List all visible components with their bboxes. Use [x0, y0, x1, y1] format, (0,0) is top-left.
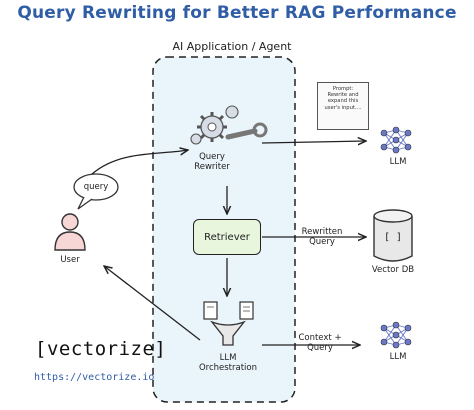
- neural-net-node: [392, 136, 400, 144]
- wrench-icon: [225, 122, 268, 140]
- neural-net-node: [404, 338, 412, 346]
- retriever-label: Retriever: [204, 231, 250, 243]
- agent-box-label: AI Application / Agent: [172, 40, 292, 53]
- neural-net-node: [404, 324, 412, 332]
- vectorize-url[interactable]: https://vectorize.io: [34, 372, 155, 383]
- neural-net-edge: [383, 324, 397, 343]
- retriever-node: Retriever: [193, 219, 261, 255]
- documents-icon: [203, 301, 254, 320]
- vector-db-symbol: [ ]: [383, 232, 403, 243]
- vector-db-icon: [373, 209, 413, 262]
- neural-net-edge: [383, 327, 397, 346]
- neural-net-node: [380, 129, 388, 137]
- gear-icon: [190, 105, 239, 145]
- neural-net-node: [380, 338, 388, 346]
- neural-net-node: [380, 324, 388, 332]
- arrow-user-to-rewriter: [91, 150, 188, 175]
- neural-net-edge: [383, 129, 397, 148]
- vector-db-label: Vector DB: [371, 265, 415, 275]
- query-rewriter-label: Query Rewriter: [194, 152, 230, 172]
- funnel-icon: [210, 320, 246, 346]
- neural-net-node: [392, 331, 400, 339]
- vectorize-logo: [vectorize]: [35, 338, 167, 360]
- arrow-orchestration-to-user: [104, 266, 201, 341]
- neural-net-edge: [395, 324, 409, 343]
- diagram-title: Query Rewriting for Better RAG Performan…: [17, 3, 457, 23]
- llm-top-label: LLM: [389, 157, 407, 167]
- prompt-note: Prompt: Rewrite and expand this user's i…: [317, 82, 369, 130]
- neural-net-node: [404, 143, 412, 151]
- arrow-rewriter-to-llm: [261, 141, 366, 143]
- edge-label-context-query: Context + Query: [298, 333, 342, 353]
- llm-orchestration-label: LLM Orchestration: [198, 353, 258, 373]
- neural-net-node: [380, 143, 388, 151]
- query-bubble-text: query: [83, 182, 109, 192]
- neural-net-node: [392, 126, 400, 134]
- neural-network-icon-top: [380, 126, 412, 154]
- query-speech-bubble: [73, 173, 119, 210]
- user-label: User: [60, 255, 80, 265]
- neural-net-edge: [383, 132, 397, 151]
- user-icon: [54, 213, 86, 251]
- neural-net-node: [392, 146, 400, 154]
- neural-net-edge: [395, 132, 409, 151]
- neural-net-edge: [395, 129, 409, 148]
- neural-net-edge: [395, 327, 409, 346]
- llm-bottom-label: LLM: [389, 352, 407, 362]
- neural-net-node: [404, 129, 412, 137]
- neural-network-icon-bottom: [380, 321, 412, 349]
- neural-net-node: [392, 321, 400, 329]
- neural-net-node: [392, 341, 400, 349]
- edge-label-rewritten-query: Rewritten Query: [301, 227, 343, 247]
